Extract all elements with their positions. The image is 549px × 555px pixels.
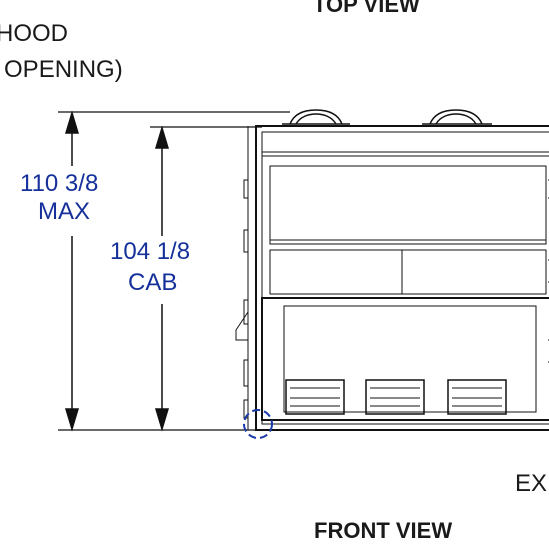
detail-callout-circle (243, 409, 273, 439)
max-height-value: 110 3/8 (20, 170, 99, 197)
cabinet-body (235, 125, 549, 431)
roof-fans (282, 109, 492, 125)
front-view-label: FRONT VIEW (314, 518, 453, 543)
hood-label-line2: 3 OPENING) (0, 56, 123, 83)
cab-height-dimension (150, 125, 262, 432)
max-height-dimension (58, 110, 290, 432)
max-height-label: MAX (38, 198, 91, 225)
hood-label-line1: HOOD (0, 20, 68, 47)
lower-units (285, 379, 507, 415)
cut-off-label: EX (515, 470, 548, 497)
top-view-label: TOP VIEW (313, 0, 420, 17)
cab-height-label: CAB (128, 269, 178, 296)
cab-height-value: 104 1/8 (110, 238, 191, 265)
